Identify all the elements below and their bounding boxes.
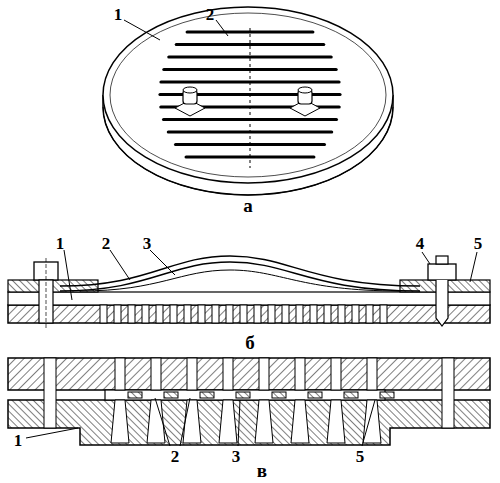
- view-letter: б: [245, 333, 255, 352]
- section-view: [8, 250, 490, 330]
- callout-number: 3: [232, 448, 241, 465]
- callout-number: 5: [356, 448, 365, 465]
- callout-number: 5: [474, 235, 483, 252]
- callout-number: 1: [56, 235, 65, 252]
- terminal: [290, 87, 320, 116]
- view-letter: в: [257, 461, 267, 480]
- callout-number: 2: [206, 6, 215, 23]
- callout-number: 2: [102, 235, 111, 252]
- callout-number: 3: [143, 235, 152, 252]
- callout-number: 2: [171, 448, 180, 465]
- view-letter: а: [243, 196, 253, 215]
- section-view: [8, 358, 490, 446]
- terminal: [175, 87, 205, 116]
- callout-number: 1: [114, 6, 123, 23]
- callout-number: 4: [416, 235, 425, 252]
- perspective-view: [103, 7, 393, 195]
- callout-number: 1: [14, 432, 23, 449]
